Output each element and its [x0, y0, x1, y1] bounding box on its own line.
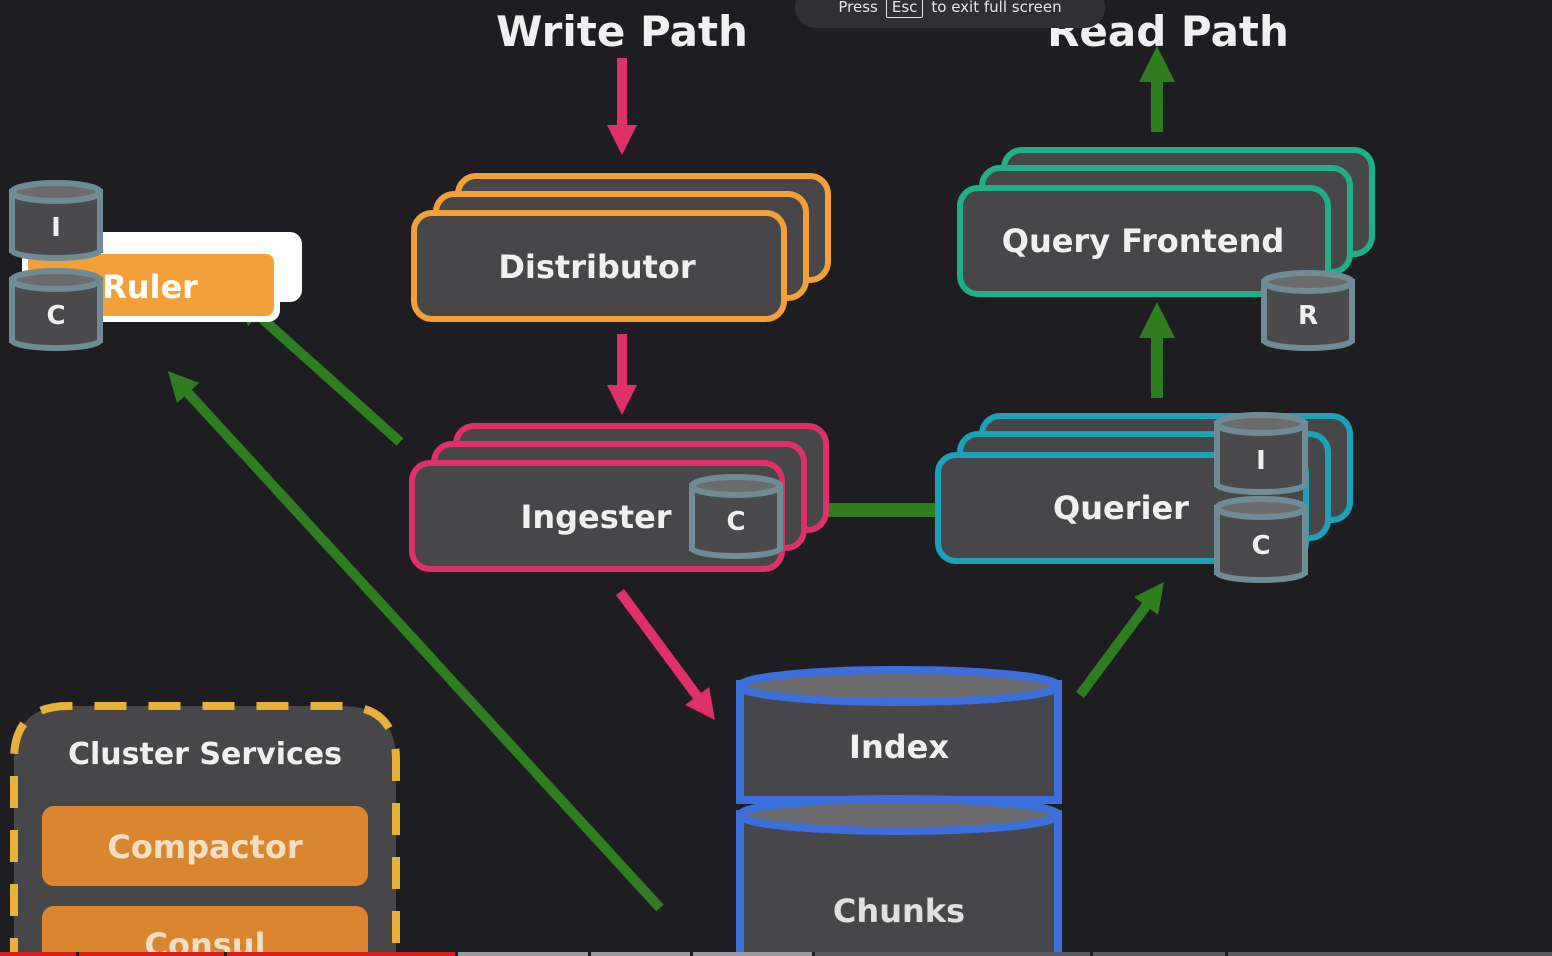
write-path-title: Write Path — [496, 7, 748, 56]
ingester-label: Ingester — [520, 498, 671, 536]
results-cache-label: R — [1298, 301, 1318, 331]
ingester-cache-label: C — [726, 507, 745, 537]
chapter-marker — [812, 952, 815, 956]
write-arrow-ingester-to-store — [615, 589, 715, 721]
chapter-marker — [76, 952, 79, 956]
ruler-chunk-cache-icon: C — [9, 268, 103, 351]
querier-chunk-cache-icon: C — [1214, 496, 1308, 583]
ruler-label: Ruler — [102, 268, 198, 306]
ruler-index-cache-icon: I — [9, 180, 103, 261]
fullscreen-exit-toast: Press Esc to exit full screen — [795, 0, 1105, 28]
consul-box — [42, 906, 368, 956]
cluster-services-title: Cluster Services — [68, 737, 342, 772]
ruler-chunk-cache-label: C — [46, 301, 65, 331]
querier-chunk-cache-label: C — [1251, 531, 1270, 561]
query-frontend-label: Query Frontend — [1002, 222, 1285, 260]
chapter-marker — [1090, 952, 1093, 956]
chapter-marker — [690, 952, 693, 956]
buffered-bar — [455, 952, 815, 956]
ingester-chunk-cache-icon: C — [689, 474, 783, 559]
results-cache-icon: R — [1261, 270, 1355, 351]
consul-label: Consul — [144, 926, 265, 956]
query-frontend-stack: Query Frontend — [957, 147, 1375, 297]
chapter-marker — [1225, 952, 1228, 956]
video-progress-bar[interactable] — [0, 952, 1552, 956]
distributor-stack: Distributor — [411, 173, 831, 322]
chunks-store: Chunks — [736, 795, 1062, 956]
read-arrow-ingester-to-ruler — [235, 294, 404, 446]
querier-index-cache-label: I — [1256, 446, 1266, 476]
querier-label: Querier — [1053, 489, 1189, 527]
read-arrow-store-to-querier — [1075, 581, 1164, 698]
index-label: Index — [849, 728, 949, 766]
compactor-box — [42, 806, 368, 886]
ruler-index-cache-label: I — [51, 213, 61, 243]
cluster-services-group: Cluster Services Compactor Consul — [10, 702, 400, 956]
distributor-label: Distributor — [498, 248, 696, 286]
compactor-label: Compactor — [107, 828, 303, 866]
chapter-marker — [588, 952, 591, 956]
played-bar — [0, 952, 455, 956]
chunks-label: Chunks — [833, 892, 965, 930]
querier-index-cache-icon: I — [1214, 412, 1308, 495]
chapter-marker — [455, 952, 458, 956]
esc-key: Esc — [885, 0, 924, 18]
index-store: Index — [736, 666, 1062, 804]
chapter-marker — [224, 952, 227, 956]
toast-press-text: Press — [838, 0, 878, 16]
toast-suffix-text: to exit full screen — [931, 0, 1062, 16]
read-arrow-store-to-ruler — [167, 370, 664, 912]
